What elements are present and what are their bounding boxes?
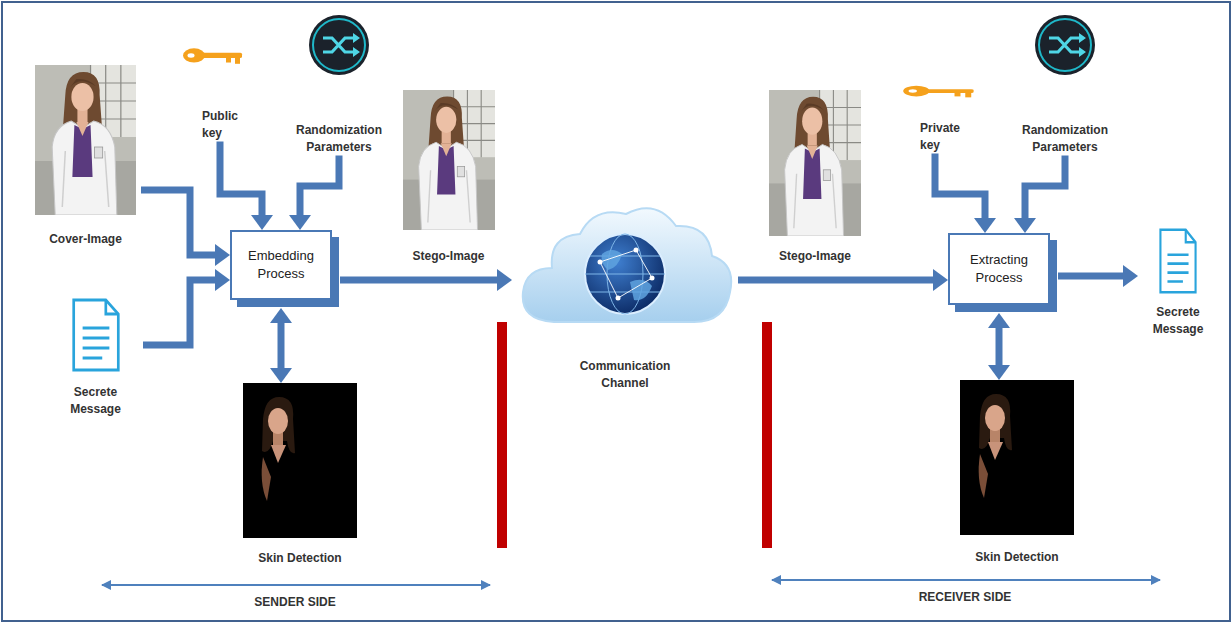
stego-image: Stego-Image [388,90,509,265]
flow-arrow [141,190,215,255]
illustration-part [403,90,495,230]
node-icon [182,38,244,78]
illustration-part [1034,14,1096,76]
key-icon: Private key [902,78,982,154]
illustration-part [73,300,118,370]
divider-bar [762,322,772,548]
illustration-part [769,90,861,236]
node-label: Cover-Image [33,231,138,248]
flow-arrow [340,277,497,284]
span-arrow [772,579,1160,581]
flow-arrow [1025,156,1065,218]
illustration-part [243,383,357,538]
side-label: SENDER SIDE [251,595,338,609]
node-label: Embedding Process [240,247,322,282]
span-arrow [102,584,490,586]
divider-bar [497,322,507,548]
node-icon [960,380,1074,535]
node-label: Stego-Image [759,248,871,265]
illustration-part [183,48,242,63]
illustration-part [523,208,731,322]
illustration-part [1035,15,1095,75]
flow-arrow [143,280,215,345]
illustration-part [1152,228,1204,294]
node-icon [1034,14,1096,76]
flow-arrow [300,156,339,215]
node-label: Randomization Parameters [1019,122,1111,156]
illustration-part [182,38,244,78]
node-icon [902,78,976,108]
illustration-part [309,15,369,75]
node-icon [1152,228,1204,294]
node-label: Stego-Image [391,248,506,265]
shuffle-icon: Randomization Parameters [290,14,388,156]
side-label: RECEIVER SIDE [916,590,1015,604]
illustration-part [63,298,129,372]
cloud-channel: Communication Channel [512,198,738,392]
node-icon [769,90,861,236]
node-label: Public key [202,108,250,142]
node-icon [308,14,370,76]
skin-map: Skin Detection [238,383,362,567]
process-box: Embedding Process [230,230,332,300]
illustration-part [769,90,861,236]
illustration-part [35,65,136,215]
node-icon [514,198,736,346]
flow-arrow [996,328,1003,365]
illustration-part [960,380,1074,535]
illustration-part [1160,230,1195,292]
node-icon [403,90,495,230]
illustration-part [243,383,357,538]
document-icon: Secrete Message [48,298,143,418]
node-label: Extracting Process [958,251,1040,286]
key-icon: Public key [182,38,254,142]
illustration-part [308,14,370,76]
illustration-part [35,65,136,215]
cover-image: Cover-Image [30,65,141,248]
flow-arrow [278,323,285,368]
process-box: Extracting Process [948,233,1050,305]
flow-arrow [935,154,985,218]
node-label: Secrete Message [60,384,132,418]
shuffle-icon: Randomization Parameters [1016,14,1114,156]
flow-arrow [738,277,933,284]
node-icon [243,383,357,538]
illustration-part [403,90,495,230]
document-icon: Secrete Message [1138,228,1218,338]
illustration-part [902,78,976,108]
node-label: Skin Detection [241,550,359,567]
node-icon [63,298,129,372]
node-label: Secrete Message [1141,304,1215,338]
node-label: Randomization Parameters [293,122,385,156]
illustration-part [514,198,736,346]
node-label: Skin Detection [958,549,1076,566]
flow-arrow [1058,273,1123,280]
node-label: Communication Channel [575,358,675,392]
node-icon [35,65,136,215]
illustration-part [960,380,1074,535]
stego-image: Stego-Image [756,90,874,265]
skin-map: Skin Detection [955,380,1079,566]
node-label: Private key [920,120,968,154]
flow-arrow [220,142,262,215]
illustration-part [903,86,973,98]
